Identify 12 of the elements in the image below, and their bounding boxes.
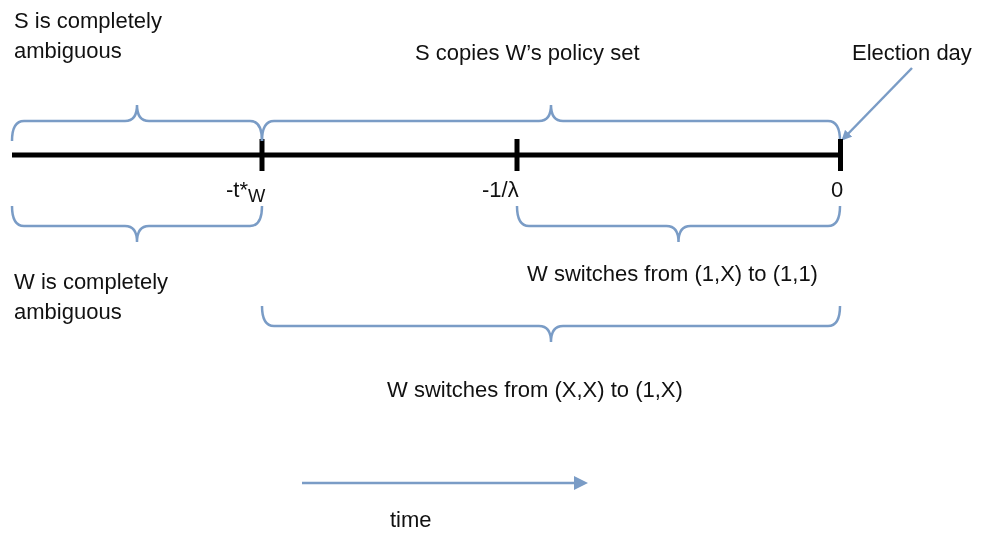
tick-mark	[838, 139, 843, 171]
annotation-text: S is completely ambiguous	[14, 7, 163, 65]
axis-label: time	[390, 506, 432, 534]
leader-arrow	[841, 67, 913, 141]
annotation-text: W switches from (1,X) to (1,1)	[527, 260, 818, 288]
annotation-text: W switches from (X,X) to (1,X)	[387, 376, 683, 404]
tick-label: 0	[831, 176, 844, 204]
callout-text: Election day	[852, 40, 972, 66]
annotation-text: S copies W’s policy set	[415, 39, 640, 67]
tick-label: -1/λ	[482, 176, 519, 204]
tick-label: -t*$_{W}$	[226, 176, 266, 209]
annotation-text: W is completely ambiguous	[14, 268, 170, 326]
